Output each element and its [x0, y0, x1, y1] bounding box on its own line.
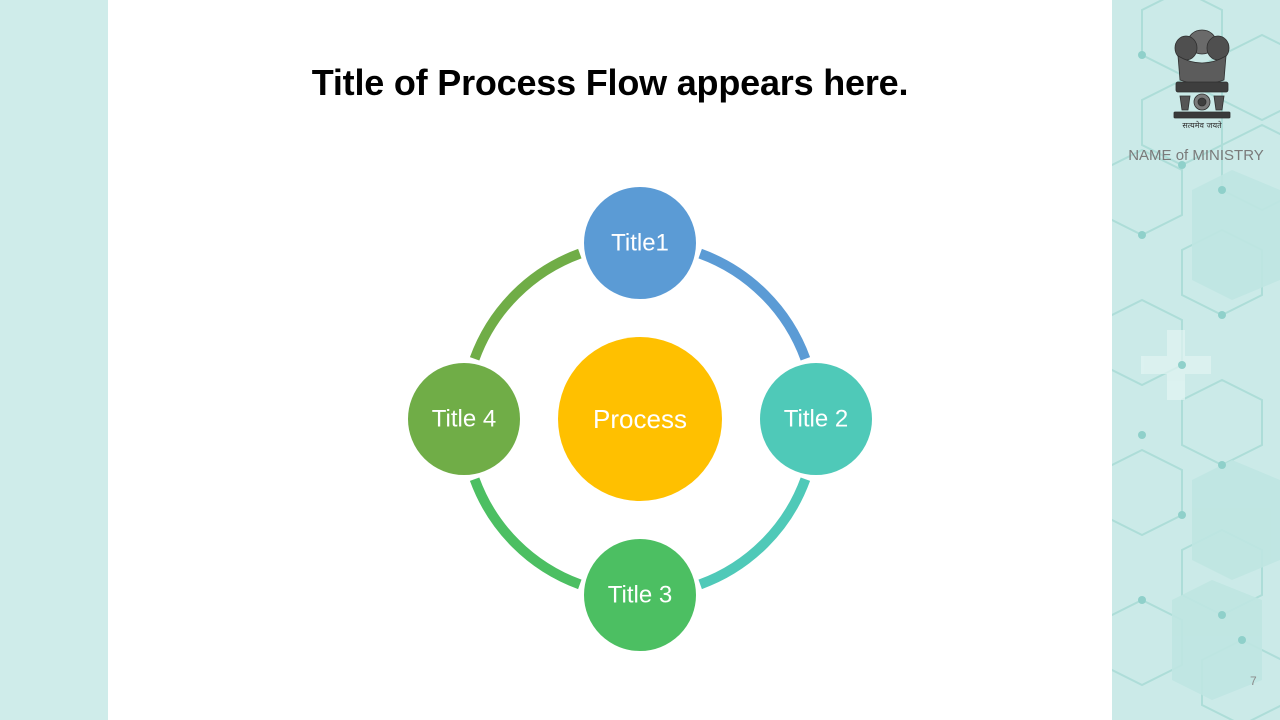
connector-arc: [469, 477, 582, 590]
node-circle: [582, 185, 698, 301]
connector-arc: [698, 248, 811, 361]
emblem-motto: सत्यमेव जयते: [1182, 121, 1222, 130]
process-node[interactable]: Title1: [582, 185, 698, 301]
left-decorative-band: [0, 0, 108, 720]
process-node[interactable]: Title 2: [758, 361, 874, 477]
process-node[interactable]: Title 3: [582, 537, 698, 653]
page-number: 7: [1250, 674, 1257, 688]
node-label: Title 2: [784, 406, 848, 433]
connector-arc: [469, 248, 582, 361]
ministry-name: NAME of MINISTRY: [1128, 147, 1264, 164]
center-circle: [558, 337, 722, 501]
national-emblem-icon: [1173, 29, 1231, 119]
node-label: Title 3: [608, 582, 672, 609]
emblem-motto-area: सत्यमेव जयते: [1166, 120, 1238, 131]
node-circle: [758, 361, 874, 477]
center-label: Process: [593, 404, 687, 434]
right-decorative-band: [1112, 0, 1280, 720]
node-label: Title1: [611, 230, 669, 257]
center-node[interactable]: Process: [558, 337, 722, 501]
slide-title: Title of Process Flow appears here.: [311, 62, 909, 103]
connector-arc: [698, 477, 811, 590]
hexagon-pattern: [1112, 0, 1280, 720]
process-node[interactable]: Title 4: [406, 361, 522, 477]
node-circle: [406, 361, 522, 477]
node-label: Title 4: [432, 406, 496, 433]
connector-group: [469, 248, 811, 590]
node-circle: [582, 537, 698, 653]
